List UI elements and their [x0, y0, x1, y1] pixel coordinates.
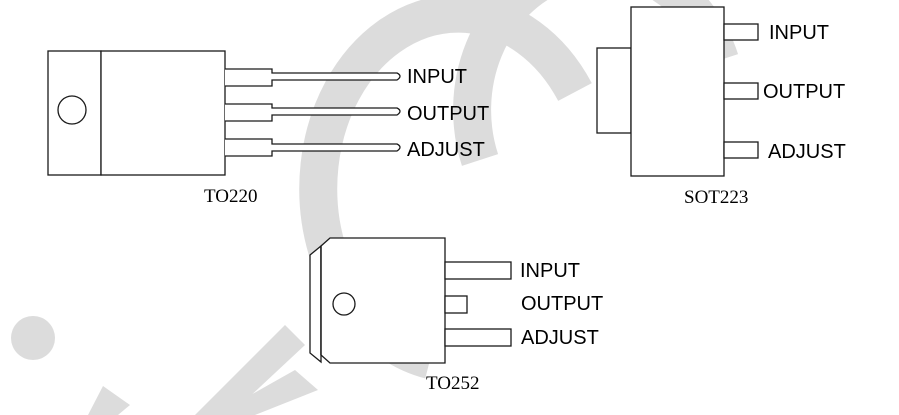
package-to252: INPUT OUTPUT ADJUST TO252: [309, 237, 603, 394]
package-to220: INPUT OUTPUT ADJUST TO220: [47, 50, 489, 207]
sot223-label-output: OUTPUT: [763, 81, 845, 103]
sot223-pin-input: [723, 23, 759, 41]
to252-pin-input: [444, 261, 512, 280]
to220-tab: [47, 50, 102, 176]
sot223-package-name: SOT223: [684, 187, 748, 208]
to252-package-name: TO252: [426, 373, 479, 394]
to252-pin-adjust: [444, 328, 512, 347]
to220-body: [100, 50, 226, 176]
watermark-stroke-c: [88, 386, 130, 415]
to252-body: [320, 237, 446, 364]
to252-pin-output: [444, 295, 468, 314]
to220-package-name: TO220: [204, 186, 257, 207]
sot223-tab: [596, 47, 632, 134]
package-sot223: INPUT OUTPUT ADJUST SOT223: [596, 6, 846, 208]
watermark-stroke-b: [195, 325, 305, 415]
to220-label-output: OUTPUT: [407, 103, 489, 125]
to220-label-input: INPUT: [407, 66, 467, 88]
to252-tab: [309, 244, 322, 364]
to252-label-output: OUTPUT: [521, 293, 603, 315]
to220-pin-input: [225, 68, 401, 87]
to220-label-adjust: ADJUST: [407, 139, 485, 161]
sot223-label-input: INPUT: [769, 22, 829, 44]
to252-label-input: INPUT: [520, 260, 580, 282]
sot223-pin-output: [723, 82, 759, 100]
to252-mount-hole: [332, 292, 356, 316]
to220-mount-hole: [57, 95, 87, 125]
to252-label-adjust: ADJUST: [521, 327, 599, 349]
watermark-dot: [11, 316, 55, 360]
sot223-pin-adjust: [723, 141, 759, 159]
to220-pin-output: [225, 103, 401, 122]
sot223-label-adjust: ADJUST: [768, 141, 846, 163]
sot223-body: [630, 6, 725, 177]
to220-pin-adjust: [225, 138, 401, 157]
